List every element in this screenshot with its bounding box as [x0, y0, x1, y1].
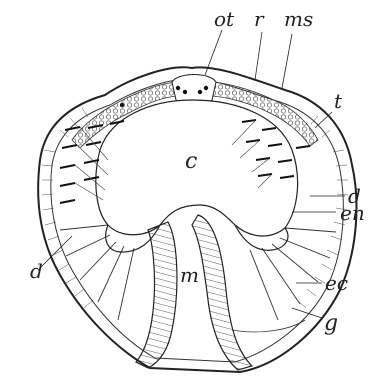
- otolith-dot: [176, 86, 180, 90]
- label-g: g: [324, 311, 338, 336]
- otolith-dot: [120, 103, 124, 107]
- label-d-left: d: [30, 259, 43, 283]
- pharynx-left-wall: [136, 222, 177, 368]
- canal-g: [232, 320, 305, 332]
- label-r: r: [254, 7, 265, 31]
- otolith-dot: [204, 86, 208, 90]
- label-c: c: [185, 149, 197, 174]
- label-t: t: [334, 89, 343, 113]
- label-en: en: [340, 201, 365, 225]
- otolith-dot: [183, 90, 187, 94]
- label-ot: ot: [214, 7, 235, 31]
- label-ms: ms: [284, 7, 313, 31]
- pharynx-right-wall: [192, 215, 252, 370]
- otolith-dot: [198, 90, 202, 94]
- label-m: m: [180, 263, 199, 287]
- label-ec: ec: [325, 271, 348, 295]
